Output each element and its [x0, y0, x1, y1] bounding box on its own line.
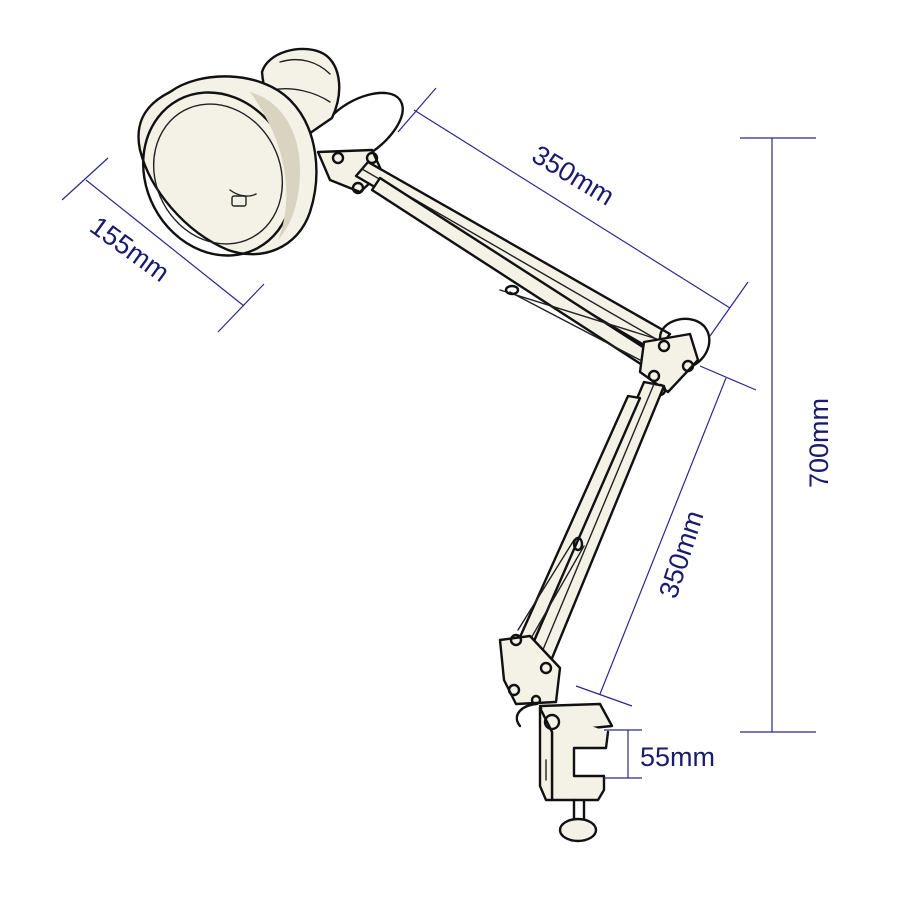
base-joint [498, 633, 562, 706]
desk-clamp [538, 702, 614, 843]
label-upper-arm: 350mm [527, 139, 620, 211]
power-cord-top [328, 91, 404, 154]
elbow-joint [638, 332, 700, 397]
label-lower-arm: 350mm [653, 507, 709, 602]
label-clamp-height: 55mm [640, 742, 715, 772]
label-total-height: 700mm [804, 398, 834, 488]
power-cord-elbow [658, 317, 711, 368]
power-cord-base [515, 702, 538, 728]
lower-arm [514, 380, 666, 670]
label-shade-diameter: 155mm [84, 211, 174, 288]
dimension-total-height: 700mm [740, 137, 834, 733]
dimension-clamp-height: 55mm [604, 729, 715, 779]
lamp-illustration [137, 47, 711, 843]
clamp-screw-knob [558, 817, 598, 843]
lamp-shade [137, 75, 318, 257]
upper-arm [354, 160, 672, 372]
